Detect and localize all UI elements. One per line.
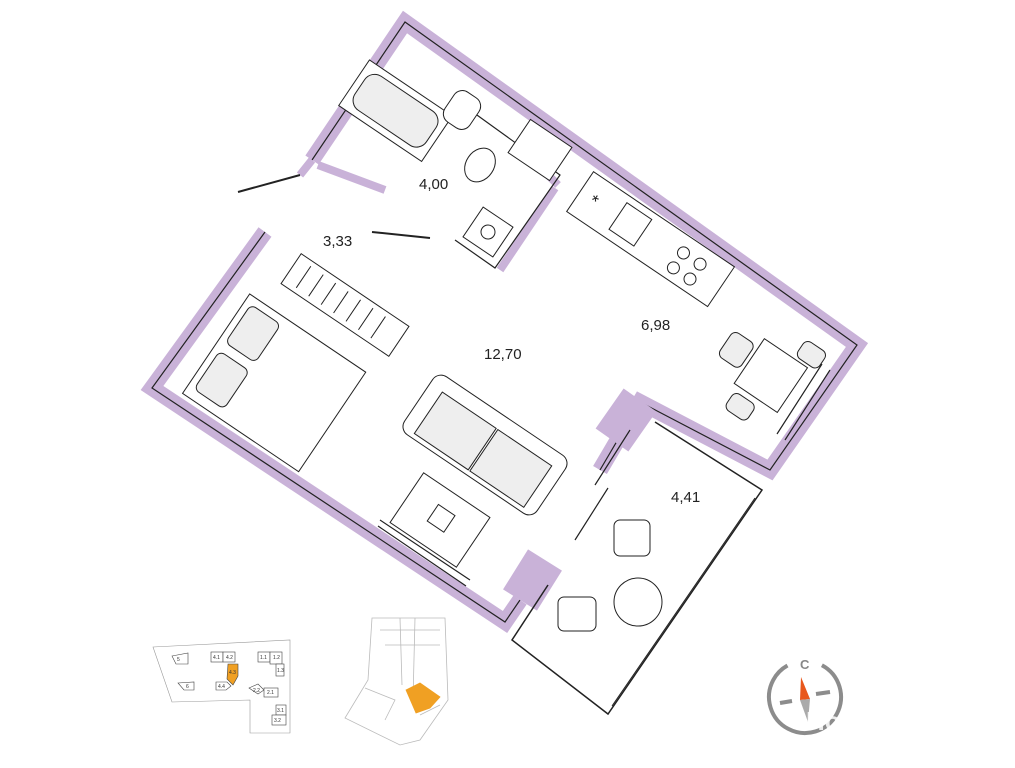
site-label-4-4: 4.4 bbox=[218, 684, 225, 690]
area-bathroom: 4,00 bbox=[419, 176, 448, 193]
coffee-table bbox=[389, 472, 491, 568]
washing-machine bbox=[462, 206, 514, 258]
area-hallway: 3,33 bbox=[323, 233, 352, 250]
site-label-4-1: 4.1 bbox=[213, 655, 220, 661]
site-label-1-1: 1.1 bbox=[260, 655, 267, 661]
site-label-2-2: 2.2 bbox=[253, 688, 260, 694]
site-label-1-2: 1.2 bbox=[273, 655, 280, 661]
shelves bbox=[507, 118, 573, 182]
site-label-4-2: 4.2 bbox=[226, 655, 233, 661]
walls bbox=[140, 10, 869, 716]
dining-table bbox=[718, 331, 826, 421]
site-label-5: 5 bbox=[177, 657, 180, 663]
site-label-3-1: 3.1 bbox=[277, 708, 284, 714]
kitchen-counter: * bbox=[565, 171, 736, 308]
site-label-1-3: 1.3 bbox=[277, 668, 284, 674]
bed bbox=[181, 293, 367, 473]
area-kitchen: 6,98 bbox=[641, 317, 670, 334]
bathtub bbox=[338, 59, 454, 163]
wardrobe bbox=[280, 253, 410, 357]
balcony-furniture bbox=[557, 519, 663, 632]
site-plan-minimap bbox=[152, 639, 291, 734]
compass-icon: С bbox=[767, 657, 843, 735]
site-label-6: 6 bbox=[186, 684, 189, 690]
area-living: 12,70 bbox=[484, 346, 522, 363]
area-balcony: 4,41 bbox=[671, 489, 700, 506]
floor-minimap bbox=[344, 617, 449, 746]
toilet bbox=[464, 147, 496, 183]
site-label-3-2: 3.2 bbox=[274, 718, 281, 724]
site-label-2-1: 2.1 bbox=[267, 690, 274, 696]
sofa bbox=[402, 374, 568, 516]
sink bbox=[442, 90, 482, 130]
watermark: Новострой-СПб bbox=[806, 706, 1009, 736]
compass-north-label: С bbox=[800, 657, 810, 672]
site-label-4-3: 4.3 bbox=[229, 670, 236, 676]
